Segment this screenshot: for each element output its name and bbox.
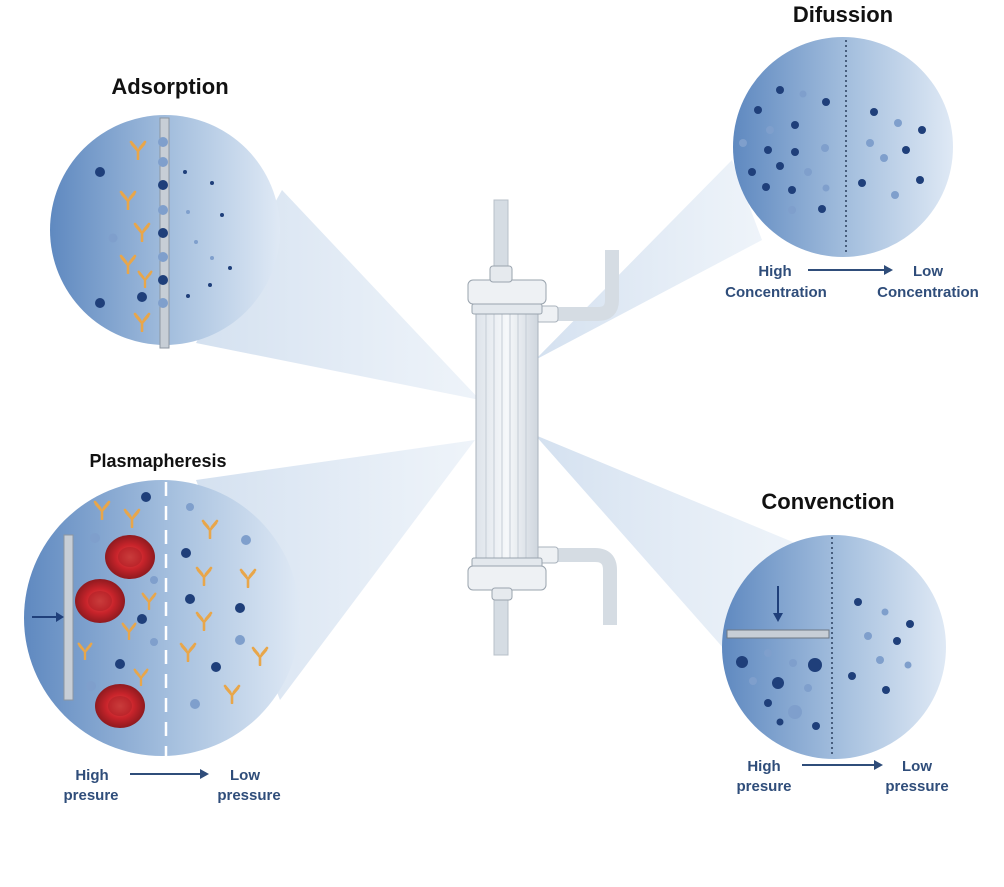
adsorption-title: Adsorption — [111, 74, 228, 99]
convection-to-label-1: Low — [902, 758, 932, 775]
diffusion-particles — [739, 86, 926, 214]
convection-particles — [736, 598, 914, 730]
plasmapheresis-plunger — [63, 534, 74, 701]
diffusion-to-label-1: Low — [913, 263, 943, 280]
convection-to-label-2: pressure — [885, 778, 948, 795]
plasmapheresis-panel: Plasmapheresis — [24, 451, 300, 804]
flow-arrowhead — [874, 760, 883, 770]
diffusion-from-label-2: Concentration — [725, 284, 827, 301]
convection-from-label-1: High — [747, 758, 780, 775]
plasmapheresis-title: Plasmapheresis — [89, 451, 226, 471]
pressure-arrowhead — [773, 613, 783, 622]
dialyzer-filter-icon — [467, 199, 619, 656]
diffusion-gradient-label: High Concentration Low Concentration — [725, 263, 979, 301]
plasmapheresis-from-label-1: High — [75, 767, 108, 784]
flow-arrowhead — [884, 265, 893, 275]
convection-title: Convenction — [761, 489, 894, 514]
convection-plunger — [726, 629, 830, 639]
plasmapheresis-to-label-2: pressure — [217, 787, 280, 804]
plasmapheresis-particles — [86, 492, 251, 709]
plasmapheresis-gradient-label: High presure Low pressure — [63, 767, 280, 804]
plasmapheresis-from-label-2: presure — [63, 787, 118, 804]
pressure-arrowhead — [56, 612, 64, 622]
adsorption-particles — [95, 137, 232, 308]
convection-from-label-2: presure — [736, 778, 791, 795]
flow-arrowhead — [200, 769, 209, 779]
beam-diffusion — [535, 160, 762, 360]
red-blood-cell-icon — [75, 535, 155, 728]
convection-panel: Convenction Hi — [722, 489, 949, 795]
diffusion-panel: Difussion — [725, 2, 979, 301]
convection-gradient-label: High presure Low pressure — [736, 758, 948, 795]
convection-circle — [722, 535, 946, 759]
diffusion-to-label-2: Concentration — [877, 284, 979, 301]
diffusion-from-label-1: High — [758, 263, 791, 280]
adsorption-panel: Adsorption — [50, 74, 280, 349]
plasmapheresis-to-label-1: Low — [230, 767, 260, 784]
diffusion-title: Difussion — [793, 2, 893, 27]
diffusion-circle — [733, 37, 953, 257]
beam-convection — [535, 435, 800, 650]
